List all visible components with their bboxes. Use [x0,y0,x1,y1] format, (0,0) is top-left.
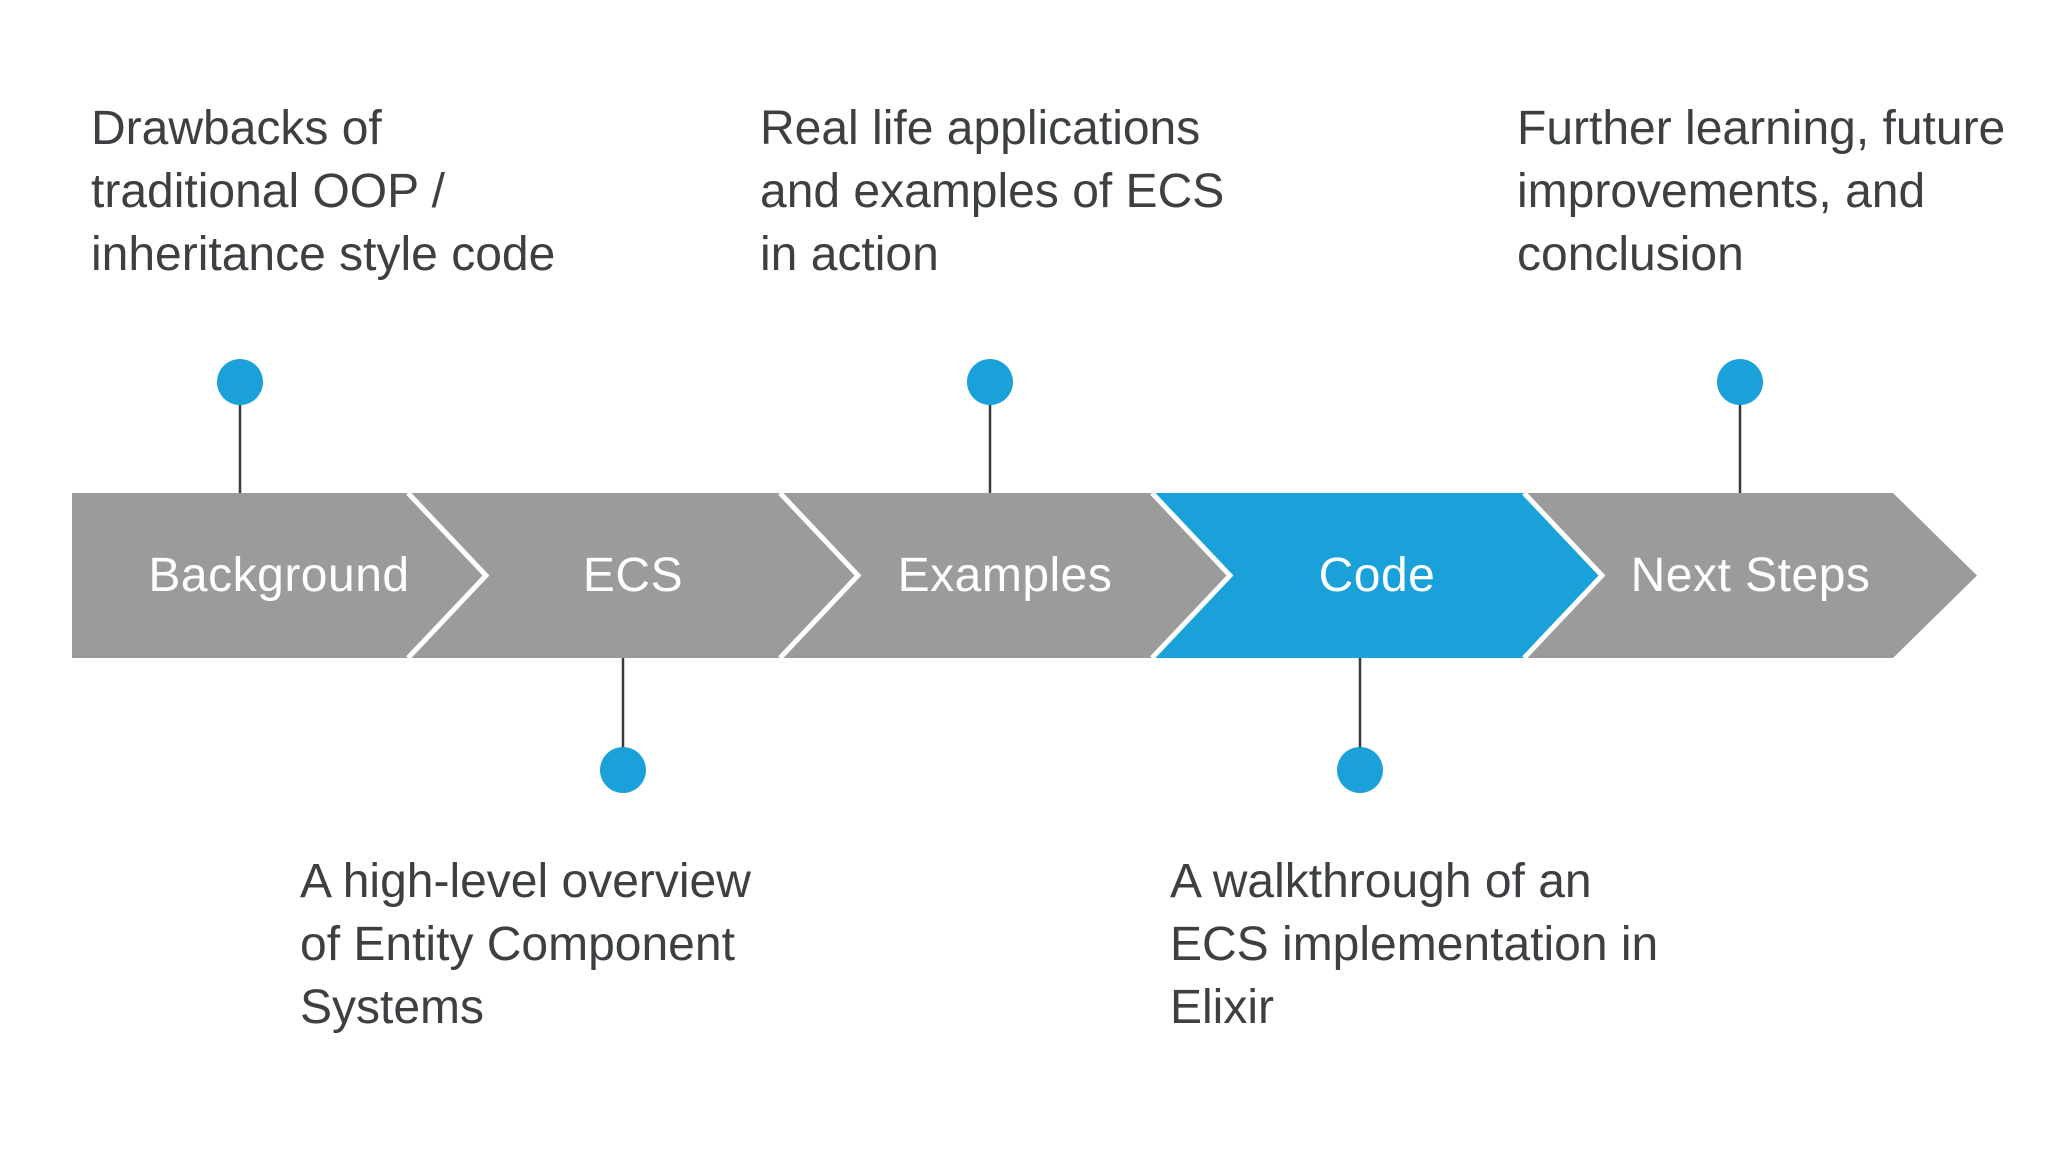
annotation-line: traditional OOP / [91,165,445,218]
milestone-dot-ecs [600,747,646,793]
milestone-dot-code [1337,747,1383,793]
annotation-background: Drawbacks of traditional OOP / inheritan… [91,97,555,286]
annotation-line: A walkthrough of an [1170,855,1592,908]
segment-shape-examples [780,493,1230,658]
milestone-dot-next-steps [1717,359,1763,405]
annotation-next-steps: Further learning, future improvements, a… [1517,97,2005,286]
annotation-line: A high-level overview [300,855,751,908]
annotation-line: in action [760,228,939,281]
annotation-examples: Real life applications and examples of E… [760,97,1224,286]
annotation-line: Elixir [1170,981,1274,1034]
milestone-dot-background [217,359,263,405]
annotation-line: Further learning, future [1517,102,2006,155]
annotation-line: conclusion [1517,228,1744,281]
separator-4 [1522,491,1606,660]
annotation-line: Drawbacks of [91,102,382,155]
annotation-code: A walkthrough of an ECS implementation i… [1170,850,1658,1039]
separator-3 [1150,491,1234,660]
annotation-ecs: A high-level overview of Entity Componen… [300,850,751,1039]
annotation-line: of Entity Component [300,918,735,971]
segment-label-code: Code [1318,549,1436,602]
annotation-line: and examples of ECS [760,165,1225,218]
segment-label-background: Background [148,549,410,602]
segment-label-ecs: ECS [582,549,684,602]
segment-label-examples: Examples [897,549,1113,602]
annotation-line: improvements, and [1517,165,1926,218]
annotation-line: Systems [300,981,485,1034]
milestone-dot-examples [967,359,1013,405]
segment-shape-ecs [408,493,858,658]
separator-1 [406,491,490,660]
separator-2 [778,491,862,660]
annotation-line: inheritance style code [91,228,556,281]
segment-shape-background [72,493,486,658]
segment-shape-code [1152,493,1602,658]
segment-shape-next-steps [1524,493,1977,658]
annotation-line: Real life applications [760,102,1201,155]
annotation-line: ECS implementation in [1170,918,1659,971]
segment-label-next-steps: Next Steps [1630,549,1871,602]
